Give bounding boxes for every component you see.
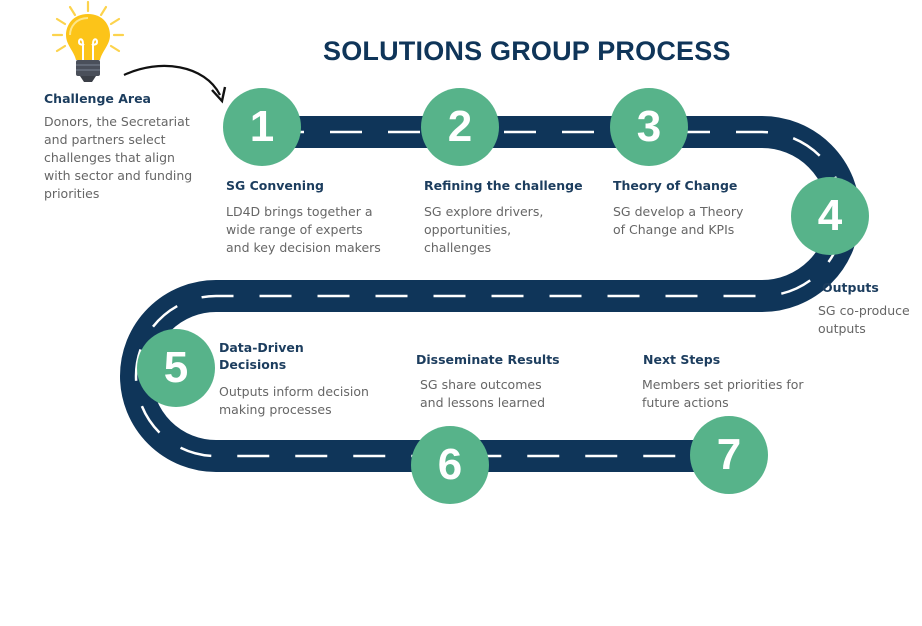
desc-line: SG explore drivers, <box>424 204 544 219</box>
desc-line: with sector and funding <box>44 168 193 183</box>
lightbulb-icon <box>51 0 125 82</box>
desc-line: SG co-produce <box>818 303 910 318</box>
desc-line: Outputs inform decision <box>219 384 369 399</box>
step-5-title: Data-Driven Decisions <box>219 339 304 373</box>
step-3-number-circle: 3 <box>610 88 688 166</box>
step-6-number-circle: 6 <box>411 426 489 504</box>
step-1-title: SG Convening <box>226 178 324 193</box>
step-3-description: SG develop a Theory of Change and KPIs <box>613 203 743 239</box>
step-6-title: Disseminate Results <box>416 352 560 367</box>
desc-line: outputs <box>818 321 866 336</box>
desc-line: priorities <box>44 186 100 201</box>
desc-line: and key decision makers <box>226 240 381 255</box>
desc-line: SG develop a Theory <box>613 204 744 219</box>
title-line: Decisions <box>219 357 287 372</box>
step-4-title: Outputs <box>822 280 879 295</box>
step-2-title: Refining the challenge <box>424 178 583 193</box>
desc-line: Donors, the Secretariat <box>44 114 190 129</box>
desc-line: and lessons learned <box>420 395 546 410</box>
desc-line: challenges <box>424 240 492 255</box>
step-1-description: LD4D brings together a wide range of exp… <box>226 203 381 257</box>
step-5-number-circle: 5 <box>137 329 215 407</box>
challenge-area-title: Challenge Area <box>44 91 151 106</box>
step-1-number-circle: 1 <box>223 88 301 166</box>
title-line: Data-Driven <box>219 340 304 355</box>
desc-line: LD4D brings together a <box>226 204 373 219</box>
step-4-description: SG co-produce outputs <box>818 302 910 338</box>
road-lane-markings <box>134 130 846 458</box>
step-7-title: Next Steps <box>643 352 721 367</box>
step-2-description: SG explore drivers, opportunities, chall… <box>424 203 543 257</box>
step-4-number-circle: 4 <box>791 177 869 255</box>
desc-line: Members set priorities for <box>642 377 804 392</box>
step-7-description: Members set priorities for future action… <box>642 376 804 412</box>
step-3-title: Theory of Change <box>613 178 738 193</box>
challenge-area-description: Donors, the Secretariat and partners sel… <box>44 113 192 203</box>
step-2-number-circle: 2 <box>421 88 499 166</box>
step-6-description: SG share outcomes and lessons learned <box>420 376 545 412</box>
desc-line: and partners select <box>44 132 166 147</box>
step-7-number-circle: 7 <box>690 416 768 494</box>
desc-line: future actions <box>642 395 729 410</box>
desc-line: challenges that align <box>44 150 175 165</box>
desc-line: SG share outcomes <box>420 377 542 392</box>
desc-line: making processes <box>219 402 332 417</box>
page-title: SOLUTIONS GROUP PROCESS <box>323 36 731 66</box>
desc-line: of Change and KPIs <box>613 222 735 237</box>
desc-line: wide range of experts <box>226 222 363 237</box>
desc-line: opportunities, <box>424 222 512 237</box>
step-5-description: Outputs inform decision making processes <box>219 383 369 419</box>
